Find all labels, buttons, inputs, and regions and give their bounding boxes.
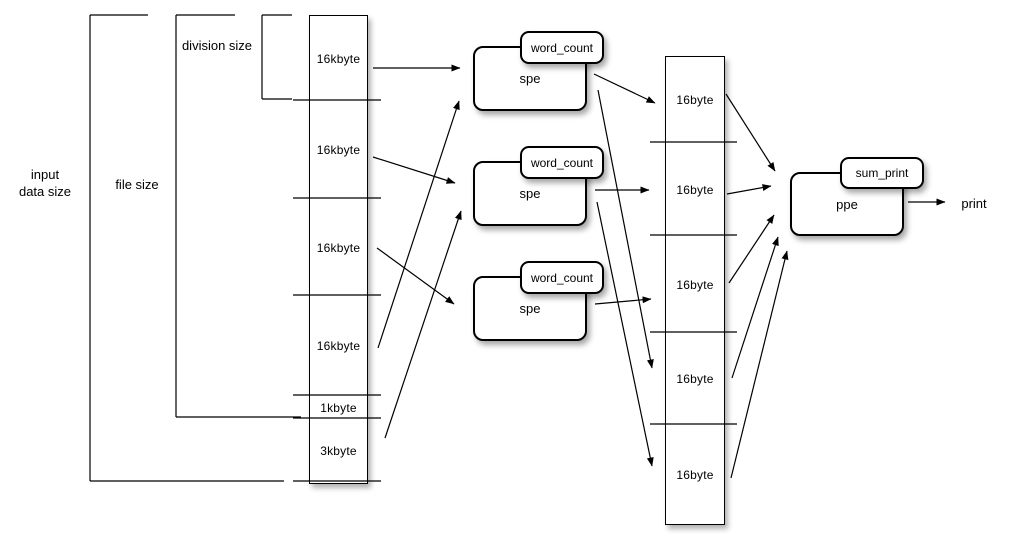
input-data-size-bracket [89,14,284,482]
output-result-stack: 16byte 16byte 16byte 16byte 16byte [665,56,725,525]
word-count-tab-2: word_count [520,146,604,179]
input-data-stack: 16kbyte 16kbyte 16kbyte 16kbyte 1kbyte 3… [309,15,368,484]
input-block-1: 16kbyte [316,51,361,66]
arrows-output-to-ppe [725,93,789,479]
input-block-3: 16kbyte [316,240,361,255]
input-data-size-label: input data size [8,166,82,200]
division-size-label: division size [181,38,253,53]
sum-print-tab: sum_print [840,157,924,189]
output-block-2: 16byte [676,182,714,197]
output-block-4: 16byte [676,372,714,386]
output-block-3: 16byte [676,277,714,292]
input-block-6: 3kbyte [320,444,357,458]
input-block-2: 16kbyte [316,143,361,157]
print-label: print [961,196,987,211]
output-block-5: 16byte [676,467,714,482]
input-block-5: 1kbyte [320,400,357,415]
word-count-tab-3: word_count [520,261,604,294]
arrows-input-to-spe [372,64,462,439]
input-data-size-line1: input [30,167,60,182]
file-size-label: file size [115,177,159,192]
output-block-1: 16byte [676,93,714,107]
division-size-bracket [261,14,292,100]
file-size-bracket [175,14,301,418]
input-block-4: 16kbyte [316,339,361,353]
spe-box-2: spe [473,161,587,226]
word-count-tab-1: word_count [520,31,604,64]
input-data-size-line2: data size [18,184,72,199]
